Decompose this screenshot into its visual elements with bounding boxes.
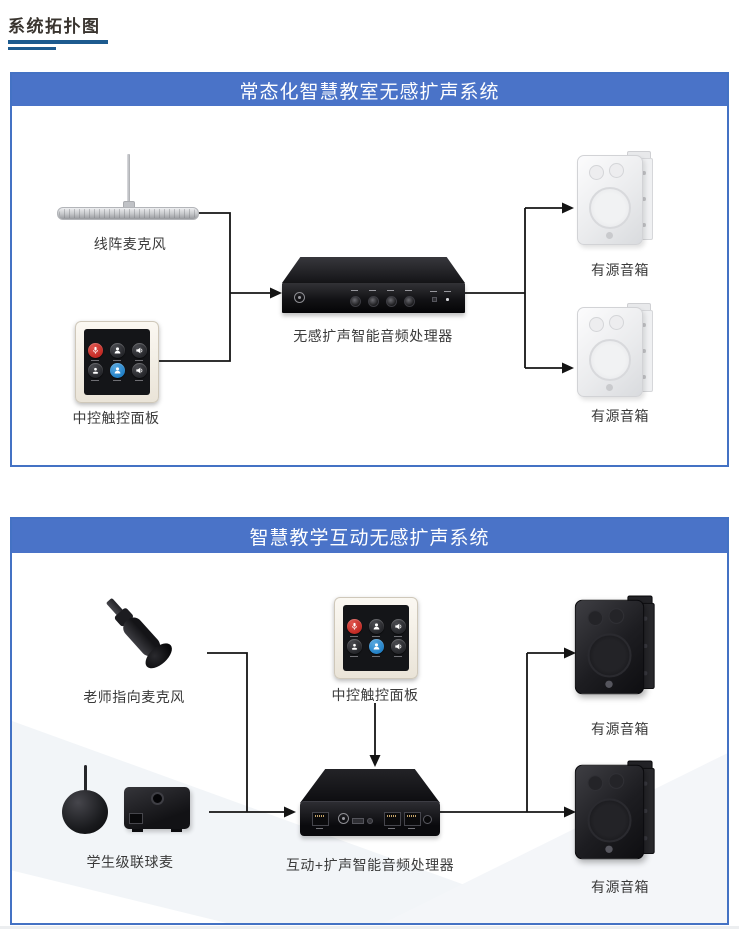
touch-panel-label: 中控触控面板: [72, 410, 160, 426]
ethernet-port-icon: [312, 812, 329, 826]
usb-port-icon: [352, 818, 364, 824]
knob-icon: [350, 296, 361, 307]
active-speaker-top-label: 有源音箱: [591, 262, 649, 278]
active-speaker-bottom-label: 有源音箱: [591, 879, 649, 895]
title-underline-long: [8, 40, 108, 44]
line-array-mic-label: 线阵麦克风: [93, 236, 167, 252]
brand-logo-icon: [338, 813, 349, 824]
speaker-body: [577, 307, 643, 397]
student-mic-image: [60, 765, 192, 835]
interactive-processor-label: 互动+扩声智能音频处理器: [285, 857, 455, 873]
teacher-mic-image: [90, 597, 177, 687]
teacher-mode-button-icon: [368, 619, 384, 634]
mic-antenna: [84, 765, 87, 792]
touch-panel-screen: [343, 605, 409, 671]
active-speaker-bottom-image: [574, 760, 664, 865]
panel1-header: 常态化智慧教室无感扩声系统: [12, 74, 727, 106]
power-jack-icon: [423, 815, 432, 824]
mic-mute-button-icon: [346, 619, 362, 634]
power-led-icon: [446, 298, 449, 301]
call-button-icon: [346, 639, 362, 654]
touch-panel-image: [334, 597, 418, 679]
connector-lines-panel1: [157, 202, 574, 374]
volume-down-button-icon: [131, 363, 147, 378]
call-button-icon: [87, 363, 103, 378]
connector-lines-panel2: [207, 647, 576, 818]
knob-icon: [386, 296, 397, 307]
mic-mute-button-icon: [87, 343, 103, 358]
touch-panel-image: [75, 321, 159, 403]
active-speaker-top-image: [577, 150, 662, 245]
active-speaker-bottom-label: 有源音箱: [591, 408, 649, 424]
panel-normal-system: 常态化智慧教室无感扩声系统 线阵麦克风 中控触控面板: [10, 72, 729, 467]
active-speaker-top-image: [574, 595, 664, 700]
reset-button-icon: [432, 297, 437, 302]
volume-down-button-icon: [390, 639, 406, 654]
page-bottom-edge: [0, 926, 739, 929]
network-port: [129, 813, 143, 824]
ethernet-port-icon: [404, 812, 421, 826]
speaker-body: [574, 599, 645, 695]
processor-front-face: [300, 801, 440, 836]
speaker-body: [577, 155, 643, 245]
student-mic-label: 学生级联球麦: [86, 854, 174, 870]
volume-up-button-icon: [390, 619, 406, 634]
active-speaker-top-label: 有源音箱: [591, 721, 649, 737]
knob-icon: [404, 296, 415, 307]
page-title: 系统拓扑图: [8, 17, 101, 36]
brand-logo-icon: [294, 292, 305, 303]
teacher-mic-label: 老师指向麦克风: [83, 689, 185, 705]
title-underline-short: [8, 47, 56, 50]
active-speaker-bottom-image: [577, 302, 662, 397]
mic-pole: [127, 154, 130, 204]
processor-top-face: [300, 769, 440, 803]
mount-hole: [151, 792, 164, 805]
processor-top-face: [282, 257, 465, 283]
interface-box: [124, 787, 190, 832]
panel2-header: 智慧教学互动无感扩声系统: [12, 519, 727, 553]
audio-processor-label: 无感扩声智能音频处理器: [293, 328, 453, 344]
reset-button-icon: [367, 818, 373, 824]
touch-panel-screen: [84, 329, 150, 395]
touch-panel-label: 中控触控面板: [331, 687, 419, 703]
mic-bar: [57, 207, 199, 220]
ball-mic: [62, 790, 108, 834]
processor-front-face: [282, 283, 465, 313]
interactive-processor-image: [300, 769, 440, 836]
class-mode-button-icon: [368, 639, 384, 654]
panel-interactive-system: 智慧教学互动无感扩声系统 老师指向麦克风 中控触控面板: [10, 517, 729, 925]
volume-up-button-icon: [131, 343, 147, 358]
knob-icon: [368, 296, 379, 307]
class-mode-button-icon: [109, 363, 125, 378]
audio-processor-image: [282, 249, 465, 315]
teacher-mode-button-icon: [109, 343, 125, 358]
speaker-body: [574, 764, 645, 860]
ethernet-port-icon: [384, 812, 401, 826]
